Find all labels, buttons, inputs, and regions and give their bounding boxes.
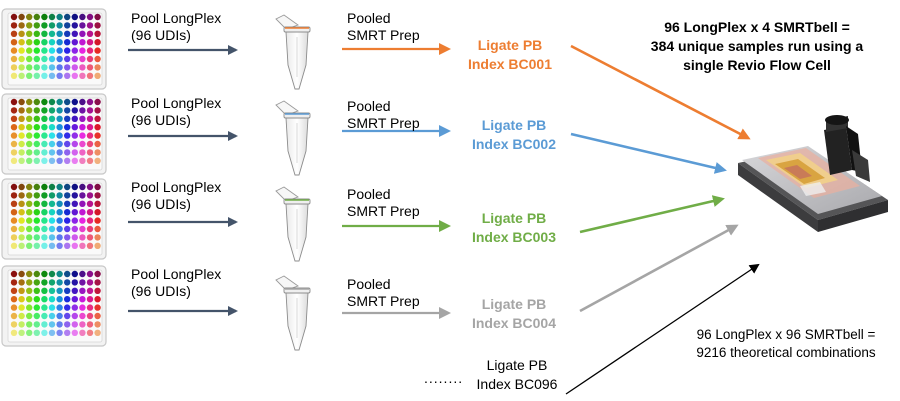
ligate-index-bc003-label: Ligate PB Index BC003 (471, 210, 557, 245)
ligate-to-flowcell-arrow (579, 224, 739, 313)
96-well-plate-icon (1, 265, 107, 347)
pooled-smrt-prep-label: Pooled SMRT Prep (347, 10, 420, 43)
ligate-to-flowcell-arrow (579, 195, 725, 234)
96-well-plate-icon (1, 93, 107, 175)
ellipsis-dots: ........ (424, 370, 464, 386)
pooled-smrt-prep-label: Pooled SMRT Prep (347, 186, 420, 219)
ligate-index-bc004-label: Ligate PB Index BC004 (471, 296, 557, 331)
ligate-index-bc096-label: Ligate PB Index BC096 (476, 357, 558, 392)
pooled-smrt-prep-label: Pooled SMRT Prep (347, 276, 420, 309)
microtube-icon (275, 275, 311, 351)
headline-summary: 96 LongPlex x 4 SMRTbell = 384 unique sa… (650, 19, 864, 73)
bc096-to-flowcell-arrow (565, 263, 760, 395)
revio-flow-cell-device-icon (738, 115, 888, 232)
microtube-icon (275, 186, 311, 262)
pooled-smrt-prep-label: Pooled SMRT Prep (347, 98, 420, 131)
pool-longplex-label: Pool LongPlex (96 UDIs) (131, 266, 222, 299)
microtube-icon (275, 14, 311, 90)
96-well-plate-icon (1, 178, 107, 260)
pool-longplex-label: Pool LongPlex (96 UDIs) (131, 10, 222, 43)
96-well-plate-icon (1, 8, 107, 90)
pool-longplex-label: Pool LongPlex (96 UDIs) (131, 179, 222, 212)
microtube-icon (275, 100, 311, 176)
ligate-index-bc002-label: Ligate PB Index BC002 (471, 117, 557, 152)
ligate-index-bc001-label: Ligate PB Index BC001 (467, 37, 553, 72)
ligate-to-flowcell-arrow (570, 132, 727, 174)
ligate-to-flowcell-arrow (570, 44, 751, 140)
pool-longplex-label: Pool LongPlex (96 UDIs) (131, 95, 222, 128)
theoretical-combinations-note: 96 LongPlex x 96 SMRTbell = 9216 theoret… (696, 327, 876, 360)
